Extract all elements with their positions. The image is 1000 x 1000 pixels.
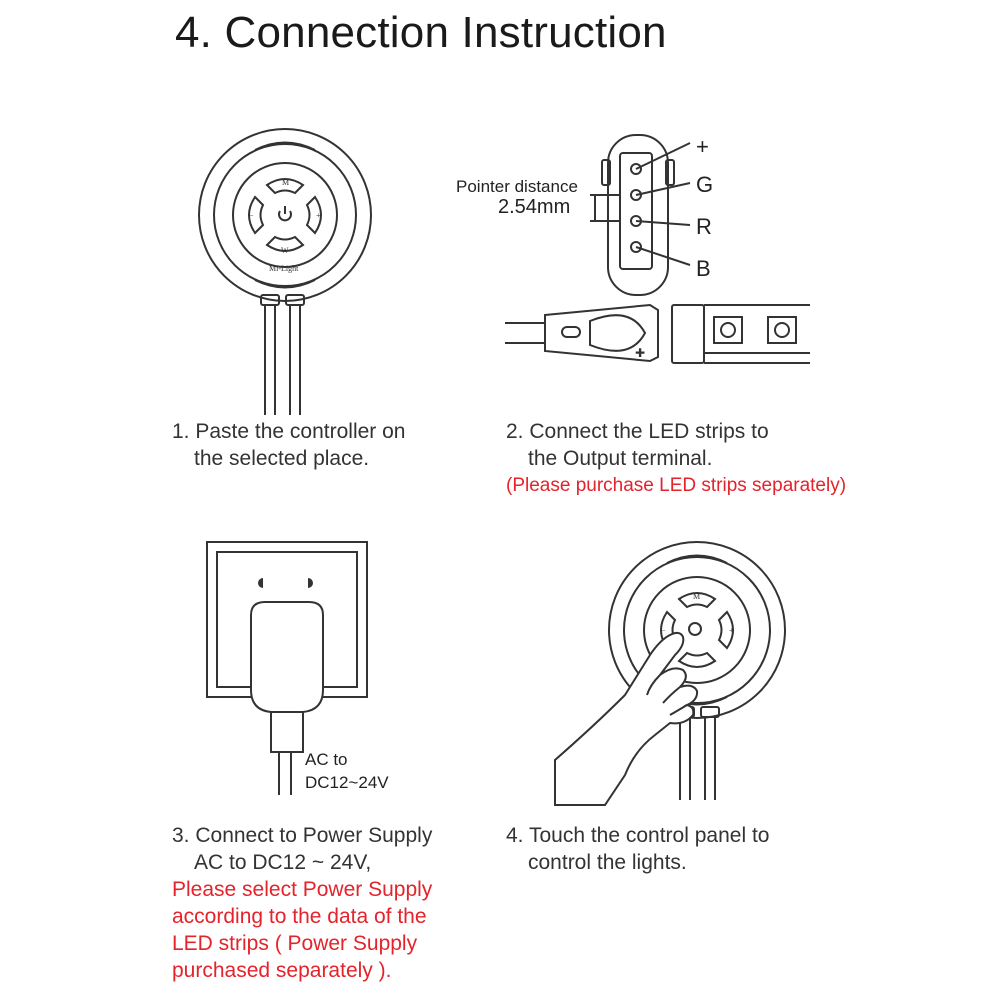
- step3-line1: 3. Connect to Power Supply: [172, 824, 433, 847]
- minus-label: −: [249, 211, 254, 220]
- step4-line1: 4. Touch the control panel to: [506, 824, 770, 847]
- controller-illustration: M W − + Mi-Light: [198, 128, 372, 415]
- w-button: [265, 235, 305, 252]
- svg-text:−: −: [661, 626, 666, 635]
- adapter-label-line1: AC to: [305, 750, 348, 769]
- step3-note-line1: Please select Power Supply: [172, 878, 433, 901]
- step2-line2: the Output terminal.: [528, 447, 713, 470]
- m-label: M: [282, 178, 289, 187]
- adapter-label-line2: DC12~24V: [305, 773, 389, 792]
- svg-text:✚: ✚: [635, 346, 645, 360]
- brand-label: Mi-Light: [269, 264, 299, 273]
- step3-note-line3: LED strips ( Power Supply: [172, 932, 418, 955]
- connector-illustration: ✚: [505, 134, 810, 364]
- step1-caption: 1. Paste the controller on the selected …: [172, 418, 405, 472]
- m-button: [265, 178, 305, 195]
- step3-note-line4: purchased separately ).: [172, 959, 392, 982]
- step1-line1: 1. Paste the controller on: [172, 420, 406, 443]
- step4-line2: control the lights.: [528, 851, 687, 874]
- step3-caption: 3. Connect to Power Supply AC to DC12 ~ …: [172, 822, 432, 984]
- minus-button: [248, 195, 265, 235]
- svg-text:+: +: [729, 626, 734, 635]
- svg-text:M: M: [693, 592, 700, 601]
- pointer-distance-value: 2.54mm: [498, 196, 571, 218]
- power-adapter-illustration: [206, 541, 368, 795]
- step2-note: (Please purchase LED strips separately): [506, 475, 847, 496]
- power-icon: [278, 206, 292, 222]
- pin-plus-label: +: [696, 134, 709, 159]
- pin-b-label: B: [696, 256, 711, 281]
- step3-line2: AC to DC12 ~ 24V,: [194, 851, 372, 874]
- touch-control-illustration: M + −: [554, 541, 786, 806]
- w-label: W: [281, 246, 289, 255]
- pin-g-label: G: [696, 172, 714, 197]
- page-title: 4. Connection Instruction: [175, 8, 667, 57]
- pointer-distance-label: Pointer distance: [456, 177, 578, 196]
- pin-r-label: R: [696, 214, 712, 239]
- step2-caption: 2. Connect the LED strips to the Output …: [506, 418, 846, 499]
- plus-button: [305, 195, 322, 235]
- step2-line1: 2. Connect the LED strips to: [506, 420, 769, 443]
- plus-label: +: [316, 211, 321, 220]
- step1-line2: the selected place.: [194, 447, 370, 470]
- step3-note-line2: according to the data of the: [172, 905, 427, 928]
- hand-icon: [554, 622, 702, 806]
- step4-caption: 4. Touch the control panel to control th…: [506, 822, 769, 876]
